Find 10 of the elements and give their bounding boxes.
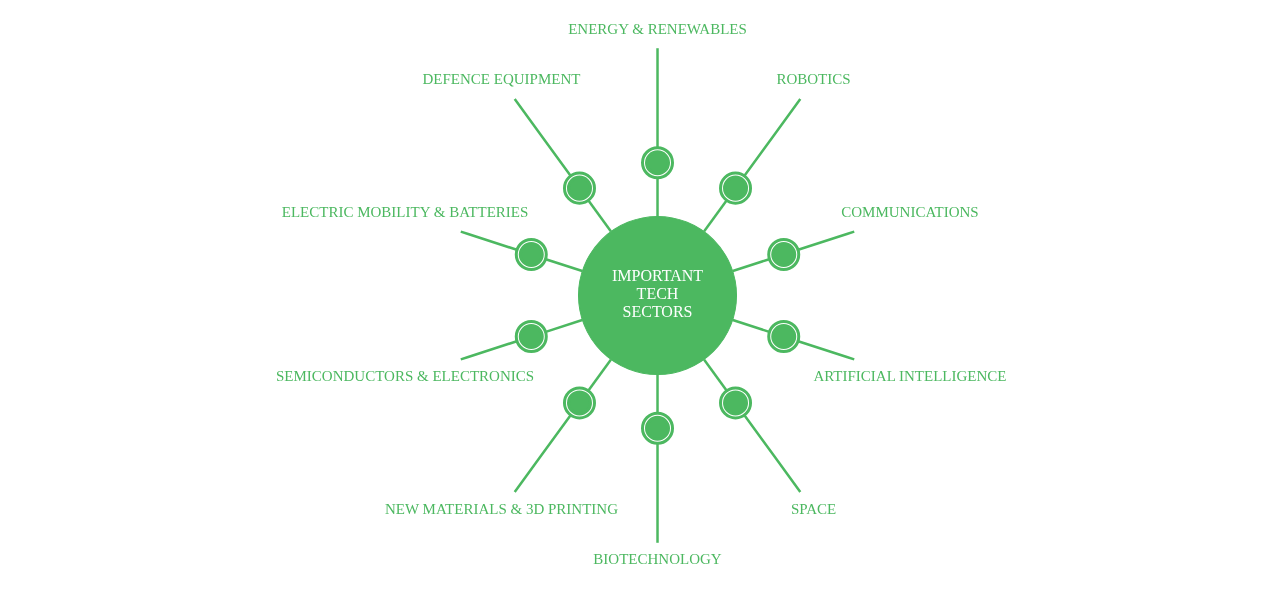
node-text: BIOTECHNOLOGY [593,551,722,568]
node-text: COMMUNICATIONS [841,203,979,220]
node-text: SPACE [790,500,837,517]
node-text: ENERGY & RENEWABLES [568,20,747,37]
node-text: SEMICONDUCTORS & ELECTRONICS [275,368,535,385]
node-text: ROBOTICS [776,71,851,88]
node-text: ARTIFICIAL INTELLIGENCE [813,368,1007,385]
node-text: DEFENCE EQUIPMENT [422,71,581,88]
node-text: NEW MATERIALS & 3D PRINTING [384,500,619,517]
node-text: ELECTRIC MOBILITY & BATTERIES [281,203,529,220]
